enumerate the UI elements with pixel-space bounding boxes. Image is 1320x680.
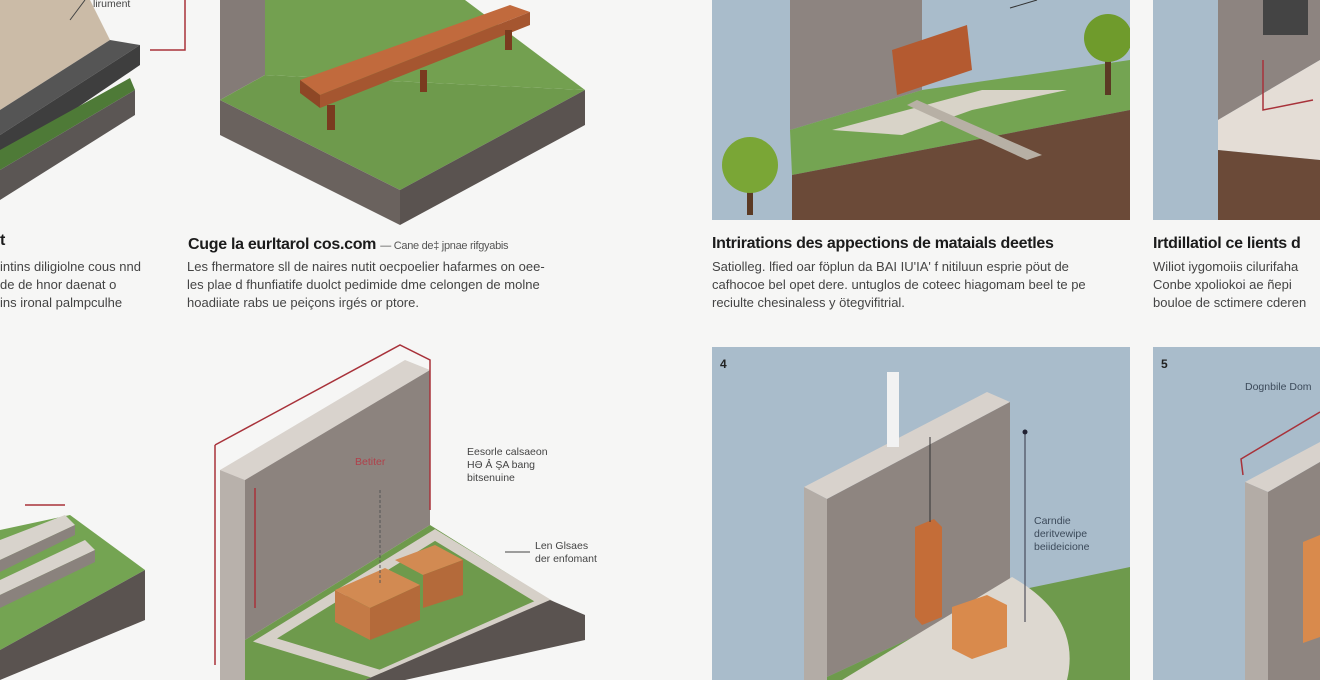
step-subtitle: — Cane de‡ jpnae rifgyabis (380, 240, 509, 252)
step-body: Satiolleg. lfied oar föplun da BAI IU'IA… (712, 258, 1086, 312)
step4-panel: 4 Carndie deritvewipe beiideicione (712, 347, 1130, 680)
path-illustration-panel (712, 0, 1130, 220)
annotation-line: Eesorle calsaeon (467, 446, 548, 458)
body-line: Les fhermatore sll de naires nutit oecpo… (187, 259, 545, 274)
annotation-line: bitsenuine (467, 472, 515, 484)
fragment-body: intins diligiolne cous nnd de de hnor da… (0, 258, 141, 312)
rail-illustration (0, 480, 150, 680)
step-title-text: Cuge la eurltarol cos.com (188, 236, 377, 253)
slab-illustration: lirument (0, 0, 190, 210)
annotation-label: lirument (93, 0, 131, 10)
body-line: de de hnor daenat o (0, 277, 117, 292)
step-title: Irtdillatiol ce lients d (1153, 235, 1301, 252)
corner-illustration: Betiter Eesorle calsaeon HƏ Ả ŞA bang bi… (205, 340, 605, 680)
annotation-line: HƏ Ả ŞA bang (467, 459, 536, 471)
step-number: 4 (720, 357, 727, 371)
annotation-line: Len Glsaes (535, 540, 589, 552)
annotation: Carndie deritvewipe beiideicione (1034, 515, 1089, 554)
body-line: hoadiiate rabs ue peiçons irgés or ptore… (187, 295, 419, 310)
annotation-line: deritvewipe (1034, 528, 1088, 540)
step-body: Les fhermatore sll de naires nutit oecpo… (187, 258, 545, 312)
install-illustration-panel (1153, 0, 1320, 220)
body-line: Conbe xpoliokoi ae ñepi (1153, 277, 1292, 292)
annotation-line: beiideicione (1034, 541, 1090, 553)
annotation-line: Carndie (1034, 515, 1071, 527)
bench-illustration (215, 0, 595, 230)
step5-panel: 5 Dognbile Dom (1153, 347, 1320, 680)
body-line: cafhocoe bel opet dere. untuglos de cote… (712, 277, 1086, 292)
body-line: Satiolleg. lfied oar föplun da BAI IU'IA… (712, 259, 1069, 274)
body-line: bouloe de sctimere cderen (1153, 295, 1307, 310)
annotation-bottom: Len Glsaes der enfomant (535, 540, 597, 566)
wall-label: Betiter (355, 456, 386, 468)
step-title: Intrirations des appections de mataials … (712, 235, 1054, 252)
annotation-top: Eesorle calsaeon HƏ Ả ŞA bang bitsenuine (467, 446, 548, 485)
body-line: intins diligiolne cous nnd (0, 259, 141, 274)
fragment-title: t (0, 232, 6, 249)
step-body: Wiliot iygomoiis cilurifaha Conbe xpolio… (1153, 258, 1306, 312)
step-title: Cuge la eurltarol cos.com — Cane de‡ jpn… (188, 236, 509, 254)
body-line: Wiliot iygomoiis cilurifaha (1153, 259, 1299, 274)
body-line: les plae d fhunfiatife duolct pedimide d… (187, 277, 540, 292)
body-line: reciulte chesinaless y ötegvifitrial. (712, 295, 905, 310)
step-number: 5 (1161, 357, 1168, 371)
annotation: Dognbile Dom (1245, 381, 1312, 393)
body-line: ins ironal palmpculhe (0, 295, 123, 310)
annotation-line: der enfomant (535, 553, 597, 565)
